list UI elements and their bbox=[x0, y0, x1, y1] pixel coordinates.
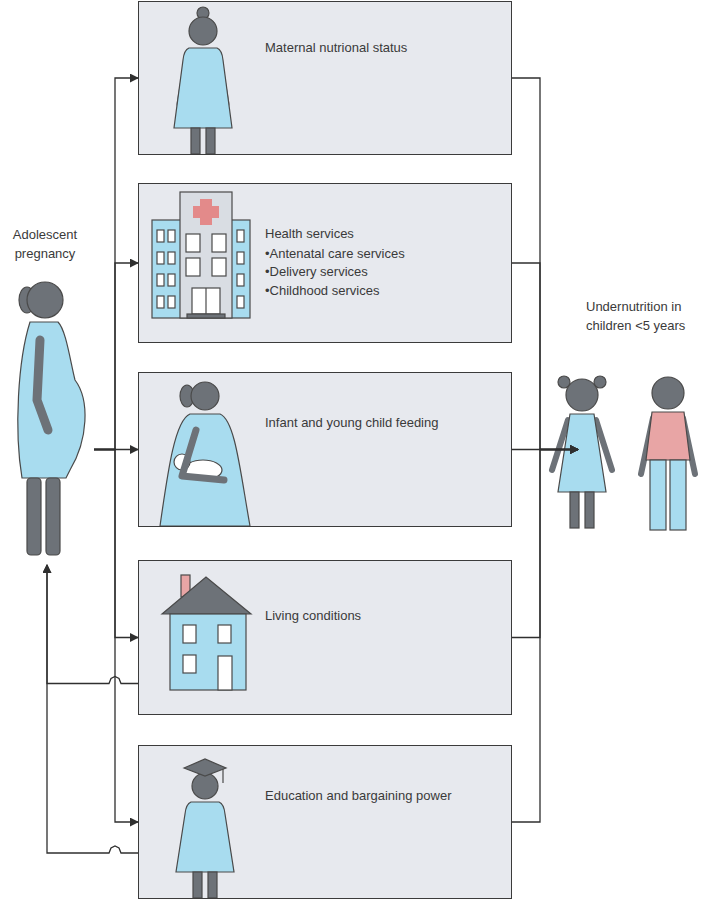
house-icon bbox=[162, 575, 251, 690]
bullet-text: •Antenatal care services bbox=[265, 245, 505, 264]
node-text: Health services bbox=[265, 225, 505, 244]
connector-arrow bbox=[94, 263, 138, 450]
node-text: Infant and young child feeding bbox=[265, 414, 505, 433]
node-text: Living conditions bbox=[265, 607, 505, 626]
connector-arrow bbox=[512, 450, 578, 638]
outcome-node: Undernutrition in children <5 years bbox=[578, 294, 706, 535]
connector-arrow bbox=[47, 565, 138, 853]
node-text: Education and bargaining power bbox=[265, 787, 505, 806]
bullet-text: •Childhood services bbox=[265, 282, 505, 301]
woman-icon bbox=[174, 7, 232, 154]
node-text: Adolescent pregnancy bbox=[2, 226, 88, 263]
factor-box: Education and bargaining power bbox=[138, 745, 512, 899]
connector-arrow bbox=[512, 450, 578, 823]
factor-box: Infant and young child feeding bbox=[138, 372, 512, 527]
pregnant-figure bbox=[18, 282, 85, 555]
factor-box: Health services•Antenatal care services•… bbox=[138, 183, 512, 343]
factor-box: Living conditions bbox=[138, 560, 512, 715]
connector-arrow bbox=[94, 78, 138, 450]
graduate-icon bbox=[176, 759, 234, 898]
connector-arrow bbox=[512, 78, 578, 450]
hospital-icon bbox=[152, 192, 250, 318]
mother-baby-icon bbox=[160, 382, 250, 526]
connector-arrow bbox=[94, 450, 138, 638]
connector-arrow bbox=[47, 565, 138, 684]
connector-arrow bbox=[512, 263, 578, 450]
connector-arrow bbox=[94, 450, 138, 823]
bullet-text: •Delivery services bbox=[265, 263, 505, 282]
node-text: Undernutrition in children <5 years bbox=[586, 298, 700, 335]
figure-node: Adolescent pregnancy bbox=[2, 222, 94, 565]
children-figures bbox=[552, 376, 695, 530]
node-text: Maternal nutrional status bbox=[265, 39, 505, 58]
factor-box: Maternal nutrional status bbox=[138, 1, 512, 155]
